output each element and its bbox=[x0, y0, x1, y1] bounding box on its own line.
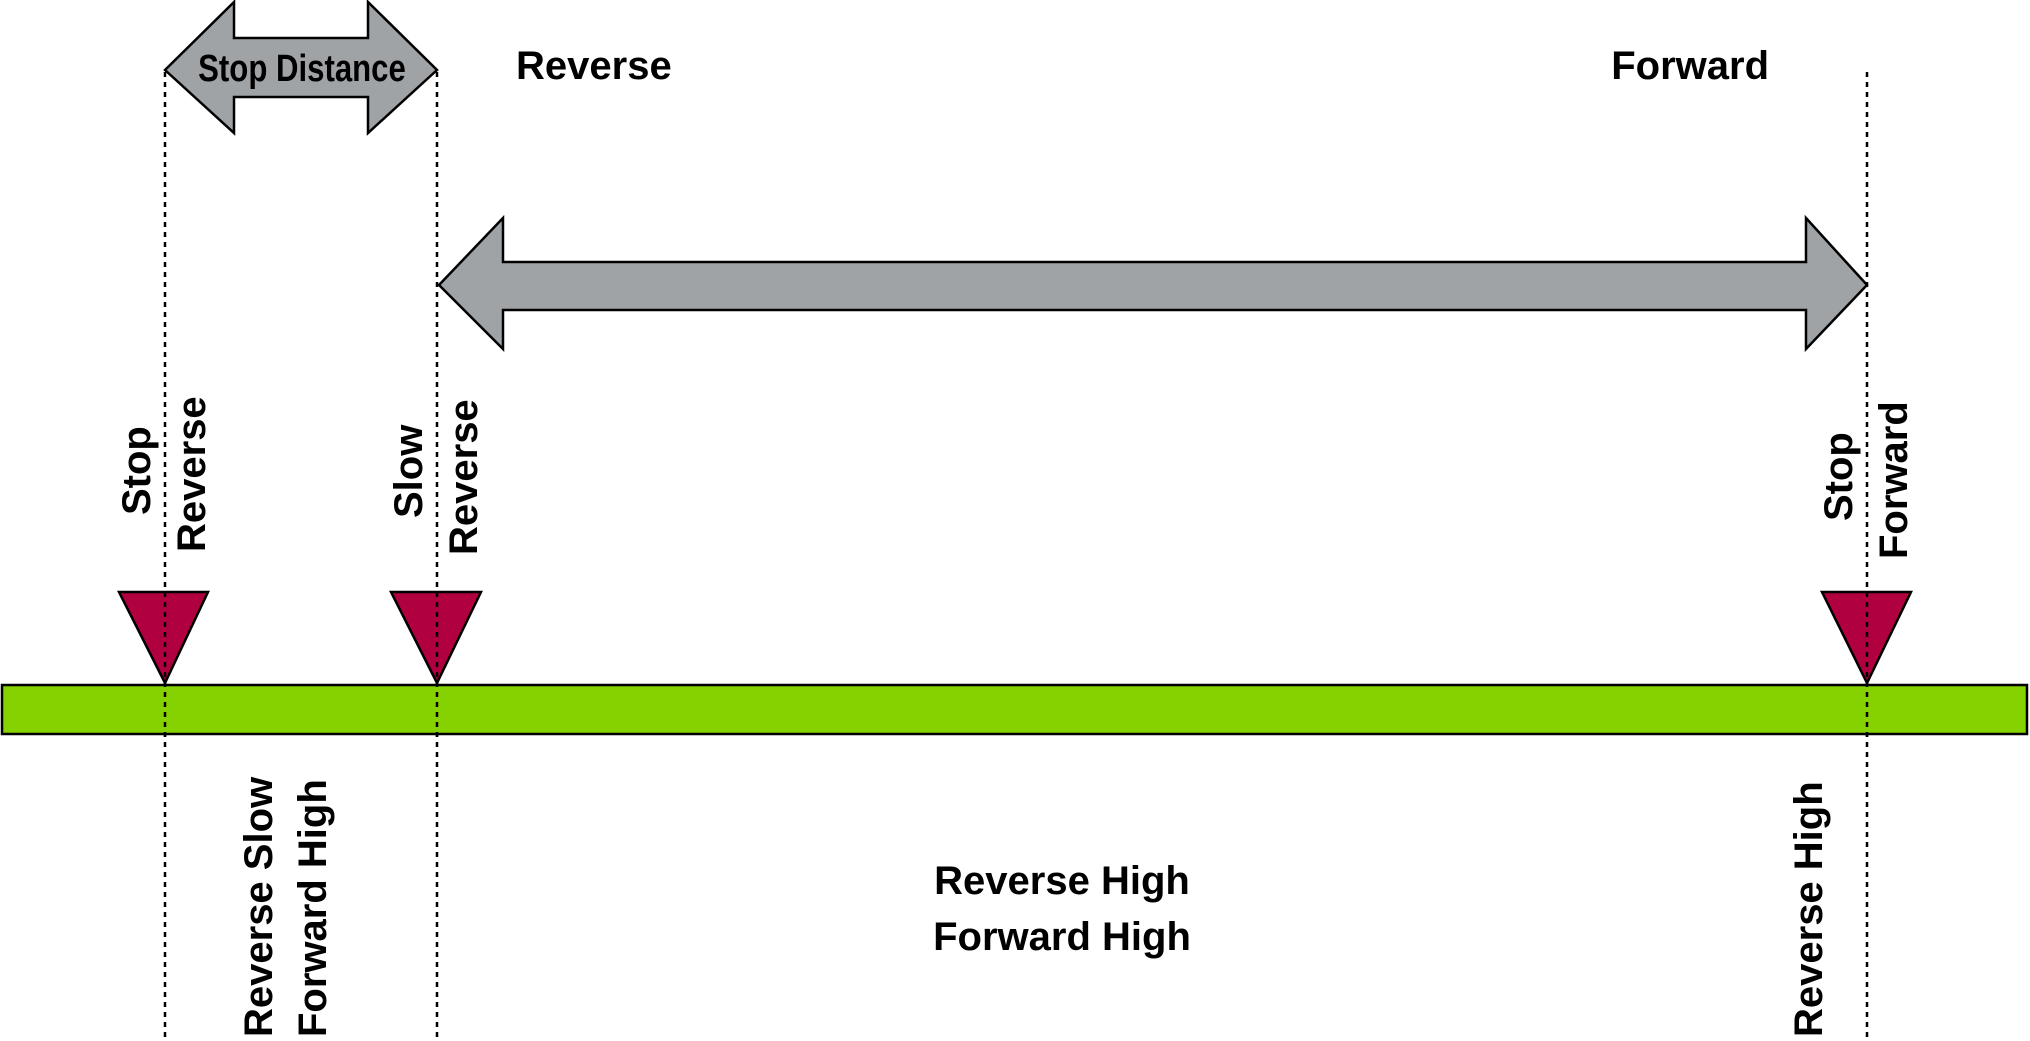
stop-distance-arrow bbox=[163, 0, 439, 136]
svg-text:Forward High: Forward High bbox=[291, 779, 335, 1037]
slow-reverse-label: Slow Reverse bbox=[387, 399, 486, 555]
right-zone-label: Reverse High bbox=[1787, 781, 1831, 1037]
svg-text:Forward High: Forward High bbox=[933, 915, 1191, 959]
svg-text:Slow: Slow bbox=[387, 424, 431, 518]
track-bar bbox=[0, 683, 2029, 736]
svg-text:Reverse: Reverse bbox=[442, 399, 486, 555]
stop-reverse-marker bbox=[116, 590, 210, 686]
left-zone-label: Reverse Slow Forward High bbox=[237, 776, 335, 1037]
middle-zone-label: Reverse High Forward High bbox=[933, 859, 1191, 959]
svg-text:Reverse High: Reverse High bbox=[934, 859, 1190, 903]
forward-heading: Forward bbox=[1611, 44, 1769, 88]
stop-distance-label: Stop Distance bbox=[198, 48, 406, 90]
svg-text:Stop: Stop bbox=[1817, 432, 1861, 521]
svg-text:Reverse Slow: Reverse Slow bbox=[237, 776, 281, 1037]
svg-text:Forward: Forward bbox=[1872, 401, 1916, 559]
stop-reverse-label: Stop Reverse bbox=[115, 396, 214, 552]
reverse-heading: Reverse bbox=[516, 44, 672, 88]
travel-range-arrow bbox=[437, 214, 1869, 353]
svg-text:Stop: Stop bbox=[115, 426, 159, 515]
svg-text:Reverse: Reverse bbox=[170, 396, 214, 552]
stop-forward-label: Stop Forward bbox=[1817, 401, 1916, 559]
